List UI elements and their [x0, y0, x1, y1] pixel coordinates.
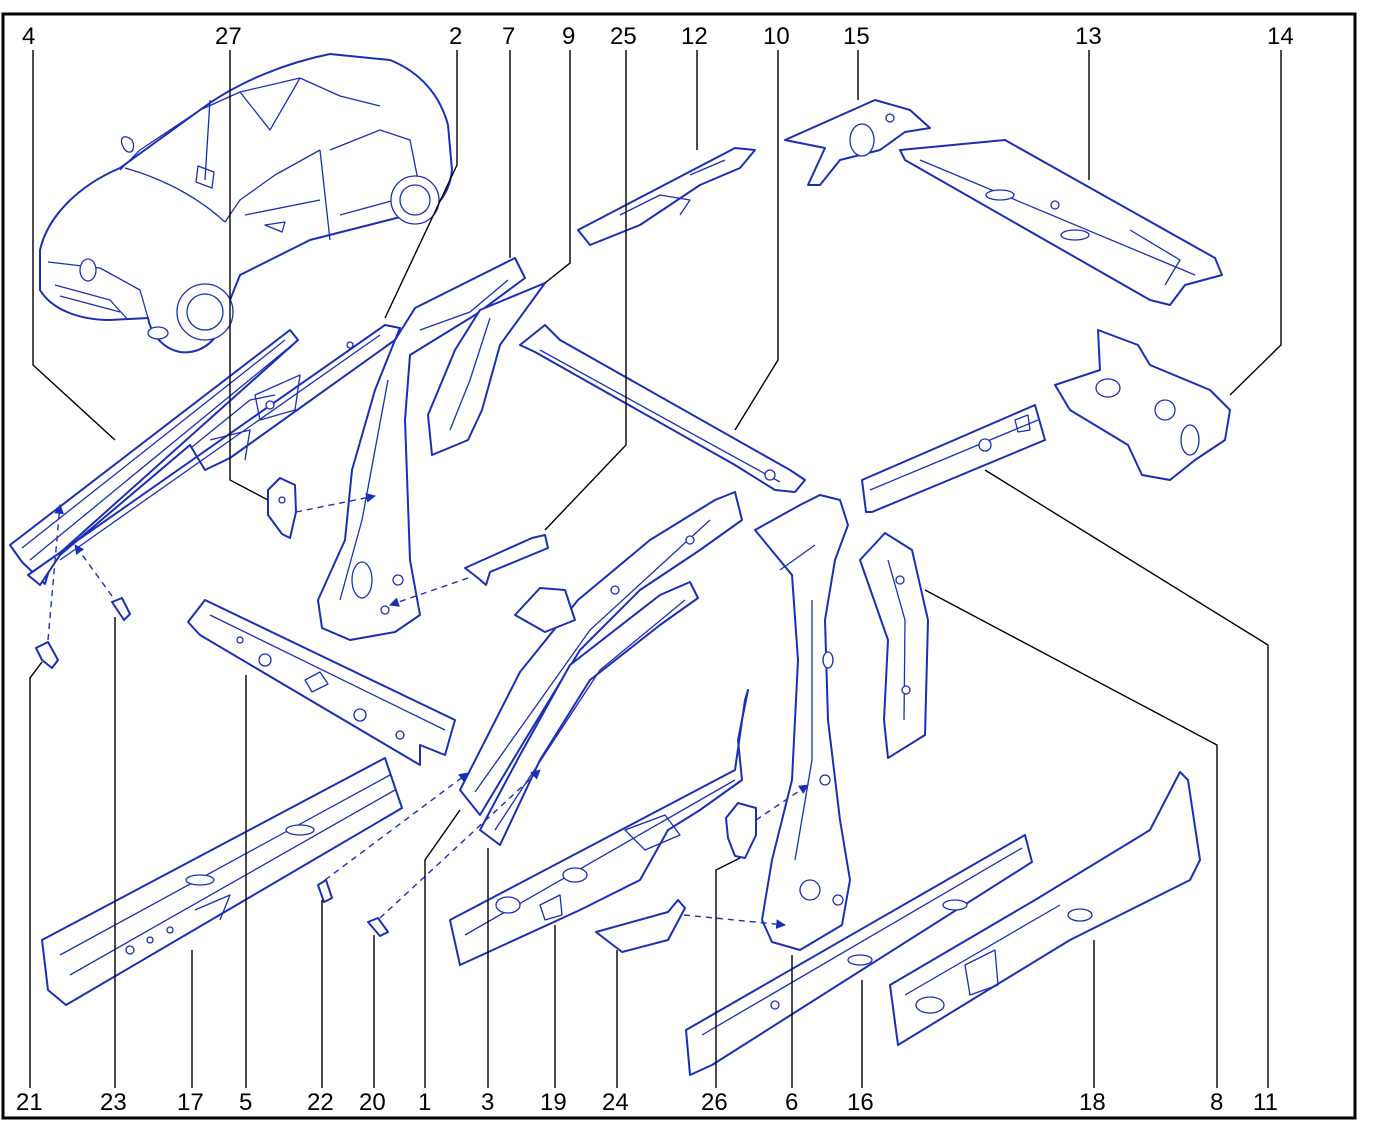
callout-23: 23 [100, 1089, 127, 1116]
part-17-sill-main [41, 757, 403, 1006]
callout-1: 1 [418, 1089, 431, 1116]
part-6-b-pillar [754, 494, 851, 951]
callout-20: 20 [359, 1089, 386, 1116]
part-27-bracket [267, 477, 297, 539]
clip-parts [35, 597, 389, 937]
callout-5: 5 [239, 1089, 252, 1116]
callout-19: 19 [540, 1089, 567, 1116]
part-5-floor-cross-member [187, 599, 456, 766]
callout-labels-top: 4 27 2 7 9 25 12 10 15 13 14 [22, 23, 1294, 50]
part-2-upper-rail [27, 324, 401, 586]
part-14-rear-quarter-inner [1054, 329, 1231, 481]
callout-11: 11 [1253, 1089, 1278, 1116]
part-10-roof-bow [519, 324, 806, 493]
callout-25: 25 [610, 23, 637, 50]
part-13-rear-roof-cross-member [899, 139, 1223, 306]
part-15-rear-bracket [784, 99, 931, 186]
diagram-frame [1, 12, 1357, 1120]
callout-26: 26 [701, 1089, 728, 1116]
callout-6: 6 [785, 1089, 798, 1116]
callout-16: 16 [847, 1089, 874, 1116]
leader-lines [29, 50, 1282, 1088]
part-12-roof-rail-section [577, 147, 756, 246]
callout-9: 9 [562, 23, 575, 50]
callout-7: 7 [502, 23, 515, 50]
part-24-bracket [595, 899, 686, 953]
callout-27: 27 [215, 23, 242, 50]
part-7-a-pillar [317, 257, 526, 641]
callout-13: 13 [1075, 23, 1102, 50]
callout-4: 4 [22, 23, 35, 50]
callout-14: 14 [1267, 23, 1294, 50]
assembly-dashed-lines [47, 492, 809, 930]
callout-3: 3 [481, 1089, 494, 1116]
part-16-outer-sill [685, 834, 1033, 1076]
callout-24: 24 [602, 1089, 629, 1116]
callout-2: 2 [449, 23, 462, 50]
part-9-a-pillar-reinforcement [427, 282, 546, 456]
part-3-pillar-reinforcement [479, 581, 699, 846]
part-26-bracket [725, 802, 757, 859]
part-4-front-side-member [9, 329, 299, 585]
car-illustration [39, 53, 453, 354]
part-19-sill-inner [449, 689, 749, 966]
part-18-rear-sill [889, 771, 1201, 1046]
part-1-b-pillar-outer-front [459, 491, 743, 816]
part-25-strut [464, 534, 549, 586]
part-8-b-pillar-reinforcement [859, 532, 929, 759]
callout-17: 17 [177, 1089, 204, 1116]
callout-22: 22 [307, 1089, 334, 1116]
part-11-rear-side-member [861, 404, 1046, 513]
callout-21: 21 [16, 1089, 43, 1116]
callout-10: 10 [763, 23, 790, 50]
callout-18: 18 [1079, 1089, 1106, 1116]
callout-labels-bottom: 21 23 17 5 22 20 1 3 19 24 26 6 16 18 8 … [16, 1089, 1278, 1116]
callout-8: 8 [1210, 1089, 1223, 1116]
callout-12: 12 [681, 23, 708, 50]
callout-15: 15 [843, 23, 870, 50]
